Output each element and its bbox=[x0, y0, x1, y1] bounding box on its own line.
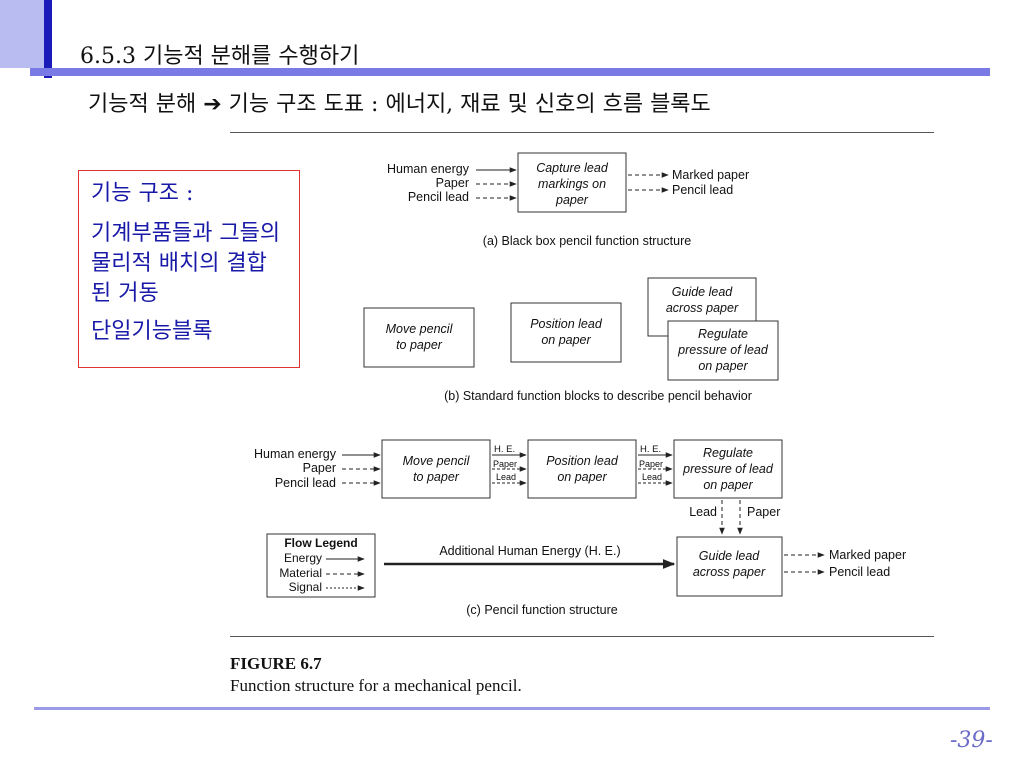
c-box2-line1: Position lead bbox=[546, 454, 619, 468]
c-caption: (c) Pencil function structure bbox=[466, 603, 617, 617]
a-box-line3: paper bbox=[555, 193, 589, 207]
c-conn1-lead: Lead bbox=[496, 472, 516, 482]
c-conn2-lead: Lead bbox=[642, 472, 662, 482]
a-input-paper: Paper bbox=[436, 176, 469, 190]
c-down-paper-label: Paper bbox=[747, 505, 780, 519]
c-flow-legend-box bbox=[266, 533, 376, 598]
b-box-regulate bbox=[667, 320, 779, 381]
b-box2-line2: on paper bbox=[541, 333, 591, 347]
footer-rule bbox=[34, 707, 990, 710]
b-box4-line1: Regulate bbox=[698, 327, 748, 341]
b-box2-line1: Position lead bbox=[530, 317, 603, 331]
b-box1-line2: to paper bbox=[396, 338, 443, 352]
header-rule bbox=[30, 68, 990, 76]
c-box3-line1: Regulate bbox=[703, 446, 753, 460]
c-additional-energy-label: Additional Human Energy (H. E.) bbox=[439, 544, 620, 558]
c-legend-title: Flow Legend bbox=[284, 536, 357, 550]
page-number: -39- bbox=[950, 728, 993, 753]
callout-line3: 단일기능블록 bbox=[91, 319, 213, 344]
callout-line2: 기계부품들과 그들의 물리적 배치의 결합된 거동 bbox=[91, 221, 281, 306]
a-box-line1: Capture lead bbox=[536, 161, 609, 175]
c-box1-line2: to paper bbox=[413, 470, 460, 484]
a-box bbox=[517, 152, 627, 213]
header-accent-bar bbox=[0, 0, 52, 78]
c-input-paper: Paper bbox=[303, 461, 336, 475]
panel-c: Human energy Paper Pencil lead Move penc… bbox=[254, 439, 906, 617]
c-input-pencil-lead: Pencil lead bbox=[275, 476, 336, 490]
figure-bottom-rule bbox=[230, 636, 934, 637]
figure-top-rule bbox=[230, 132, 934, 133]
figure-label: FIGURE 6.7 bbox=[230, 654, 322, 673]
c-conn1-paper: Paper bbox=[493, 459, 517, 469]
c-input-human-energy: Human energy bbox=[254, 447, 337, 461]
callout-box: 기능 구조 : 기계부품들과 그들의 물리적 배치의 결합된 거동 단일기능블록 bbox=[78, 170, 300, 368]
a-box-line2: markings on bbox=[538, 177, 606, 191]
b-box4-line2: pressure of lead bbox=[677, 343, 769, 357]
a-input-pencil-lead: Pencil lead bbox=[408, 190, 469, 204]
a-output-pencil-lead: Pencil lead bbox=[672, 183, 733, 197]
a-caption: (a) Black box pencil function structure bbox=[483, 234, 691, 248]
c-box-regulate bbox=[673, 439, 783, 499]
panel-b: Move pencil to paper Position lead on pa… bbox=[363, 277, 779, 403]
c-box3-line3: on paper bbox=[703, 478, 753, 492]
a-output-marked-paper: Marked paper bbox=[672, 168, 749, 182]
c-legend-energy: Energy bbox=[284, 551, 322, 565]
c-box-move-pencil bbox=[381, 439, 491, 499]
c-conn1-he: H. E. bbox=[494, 444, 515, 455]
c-box2-line2: on paper bbox=[557, 470, 607, 484]
b-box-move-pencil bbox=[363, 307, 475, 368]
arrow-icon: ➔ bbox=[203, 92, 222, 117]
c-box4-line2: across paper bbox=[693, 565, 766, 579]
b-caption: (b) Standard function blocks to describe… bbox=[444, 389, 752, 403]
c-output-marked-paper: Marked paper bbox=[829, 548, 906, 562]
b-box4-line3: on paper bbox=[698, 359, 748, 373]
callout-line1: 기능 구조 : bbox=[91, 181, 194, 206]
b-box1-line1: Move pencil bbox=[386, 322, 454, 336]
c-box3-line2: pressure of lead bbox=[682, 462, 774, 476]
c-box-position-lead bbox=[527, 439, 637, 499]
a-input-human-energy: Human energy bbox=[387, 162, 470, 176]
c-box-guide-lead bbox=[676, 536, 783, 597]
c-conn2-paper: Paper bbox=[639, 459, 663, 469]
figure-description: Function structure for a mechanical penc… bbox=[230, 676, 522, 695]
c-conn2-he: H. E. bbox=[640, 444, 661, 455]
c-down-lead-label: Lead bbox=[689, 505, 717, 519]
slide-title: 6.5.3 기능적 분해를 수행하기 bbox=[80, 44, 360, 69]
panel-a: Human energy Paper Pencil lead Capture l… bbox=[387, 152, 749, 248]
c-box4-line1: Guide lead bbox=[699, 549, 761, 563]
b-box3-line1: Guide lead bbox=[672, 285, 734, 299]
function-structure-diagram: Human energy Paper Pencil lead Capture l… bbox=[254, 152, 906, 617]
subtitle-part1: 기능적 분해 bbox=[88, 92, 197, 117]
c-legend-material: Material bbox=[279, 566, 322, 580]
c-output-pencil-lead: Pencil lead bbox=[829, 565, 890, 579]
c-box1-line1: Move pencil bbox=[403, 454, 471, 468]
b-box-position-lead bbox=[510, 302, 622, 363]
subtitle-part2: 기능 구조 도표 : 에너지, 재료 및 신호의 흐름 블록도 bbox=[228, 92, 711, 117]
b-box3-line2: across paper bbox=[666, 301, 739, 315]
c-legend-signal: Signal bbox=[289, 580, 322, 594]
slide-subtitle: 기능적 분해 ➔ 기능 구조 도표 : 에너지, 재료 및 신호의 흐름 블록도 bbox=[88, 86, 711, 118]
